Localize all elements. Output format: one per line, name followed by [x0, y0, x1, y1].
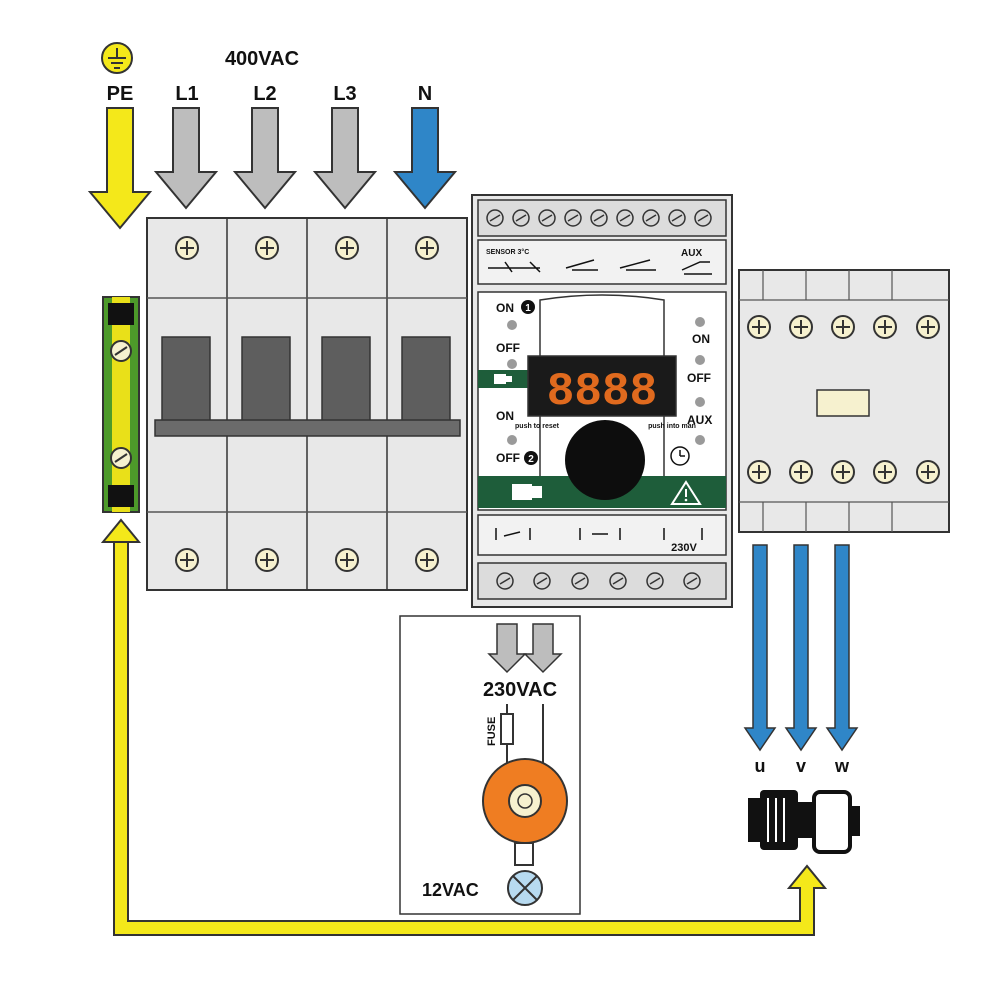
power-input-icon — [663, 528, 703, 540]
phase-label-n: N — [418, 83, 432, 105]
earth-return-arrowhead — [100, 518, 142, 543]
motor-phase-u: u — [755, 756, 766, 776]
badge-2-text: 2 — [528, 454, 534, 465]
n-arrow — [392, 107, 458, 210]
transformer-input-label: 230VAC — [483, 679, 557, 701]
phase-label-l2: L2 — [253, 83, 276, 105]
main-breaker — [146, 217, 468, 591]
pump-relay-icon — [619, 259, 656, 271]
badge-1-text: 1 — [525, 303, 531, 314]
alarm-relay-icon — [565, 259, 598, 271]
supply-voltage-label: 400VAC — [225, 48, 299, 70]
motor-contactor — [738, 269, 950, 533]
sensor-symbol-icon — [488, 261, 541, 273]
pump-output-icon — [579, 528, 621, 540]
fuse-symbol — [500, 713, 514, 745]
push-reset-label: push to reset — [515, 423, 560, 430]
badge-1 — [521, 300, 535, 314]
led-right-on — [695, 317, 705, 327]
right-on-label: ON — [692, 332, 710, 346]
phase-label-l1: L1 — [175, 83, 198, 105]
phase-label-pe: PE — [107, 83, 134, 105]
earth-terminal-block — [102, 296, 140, 513]
on-2-label: ON — [496, 409, 514, 423]
transformer-box: 230VAC FUSE 12VAC — [399, 615, 581, 915]
aux-top-label: AUX — [681, 248, 702, 259]
controller-230v-label: 230V — [671, 542, 697, 554]
led-on-2 — [507, 435, 517, 445]
motor-phase-v: v — [796, 756, 806, 776]
phase-label-l3: L3 — [333, 83, 356, 105]
l2-arrow — [232, 107, 298, 210]
fuse-label: FUSE — [486, 717, 498, 746]
off-1-label: OFF — [496, 341, 520, 355]
control-knob[interactable] — [565, 420, 645, 500]
pe-arrow — [87, 107, 153, 230]
l1-arrow — [153, 107, 219, 210]
earth-icon — [101, 42, 133, 74]
led-right-off — [695, 355, 705, 365]
led-aux — [695, 397, 705, 407]
alarm-output-icon — [495, 528, 531, 540]
transformer-input-arrow-1 — [487, 623, 527, 674]
led-off-1 — [507, 359, 517, 369]
l3-arrow — [312, 107, 378, 210]
transformer-output-label: 12VAC — [422, 880, 479, 900]
motor-phase-w: w — [834, 756, 850, 776]
push-man-label: push into man — [648, 423, 696, 430]
display-digits: 8888 — [547, 366, 657, 418]
on-1-label: ON — [496, 301, 514, 315]
clock-icon — [670, 446, 690, 466]
led-on-1 — [507, 320, 517, 330]
led-timer — [695, 435, 705, 445]
aux-relay-icon — [681, 261, 712, 275]
transformer-input-arrow-2 — [523, 623, 563, 674]
digital-display — [527, 355, 677, 417]
pump-small-icon — [494, 374, 512, 384]
pump-icon — [512, 484, 542, 500]
right-off-label: OFF — [687, 371, 711, 385]
lamp-icon — [507, 870, 543, 906]
warning-icon — [670, 480, 702, 505]
sensor-label: SENSOR 3°C — [486, 248, 529, 256]
badge-2 — [524, 451, 538, 465]
w-arrow — [825, 544, 859, 752]
u-arrow — [743, 544, 777, 752]
aux-label: AUX — [687, 413, 712, 427]
pump-motor-icon — [748, 790, 860, 854]
v-arrow — [784, 544, 818, 752]
earth-return-wire — [113, 540, 828, 936]
off-2-label: OFF — [496, 451, 520, 465]
pump-controller: SENSOR 3°C AUX 8888 push to reset push i… — [471, 194, 733, 608]
